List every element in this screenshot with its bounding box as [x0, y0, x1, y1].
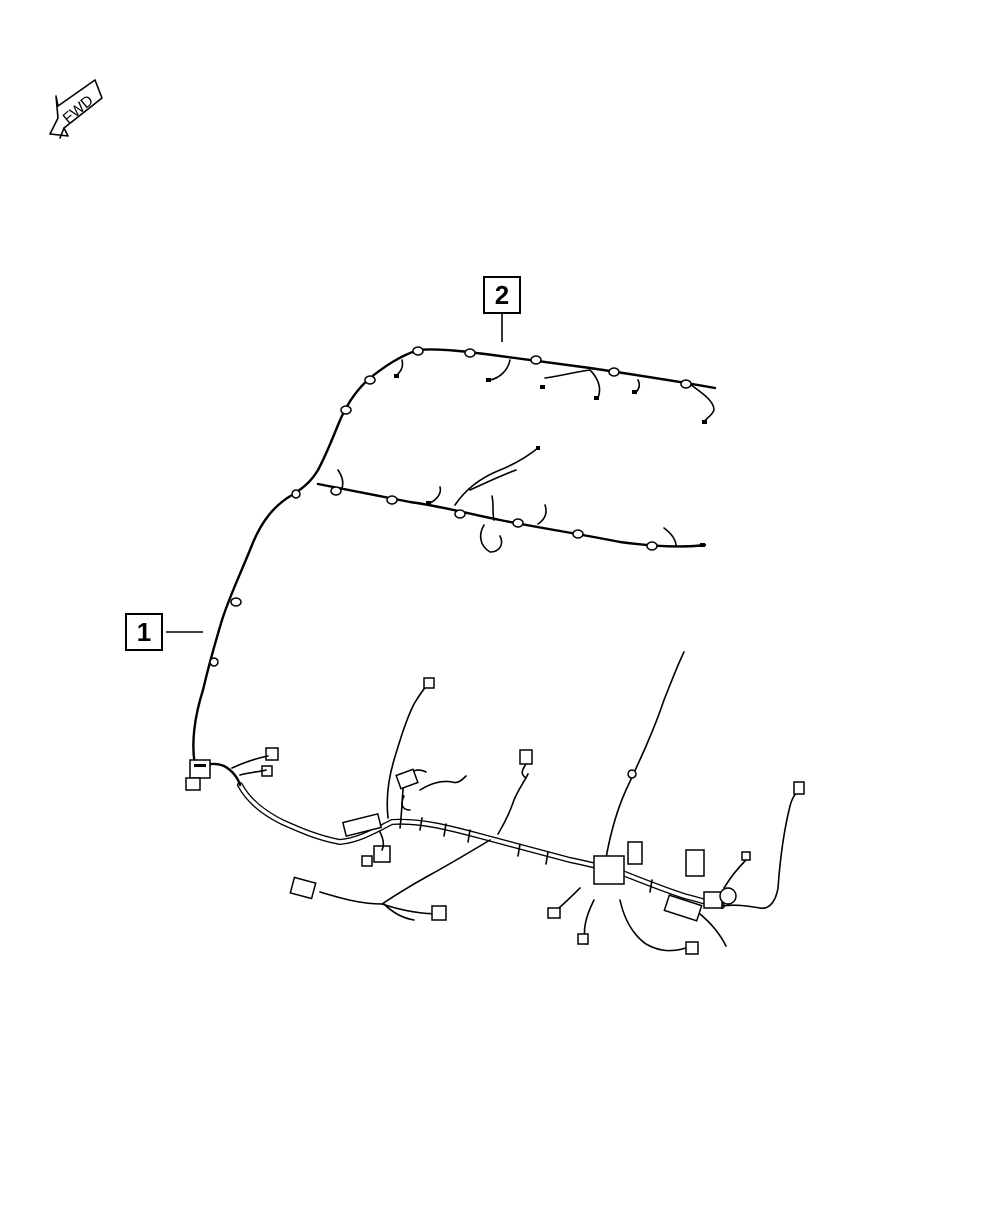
callout-1-number: 1 [136, 616, 152, 647]
fwd-label: FWD [60, 92, 97, 127]
callout-1-box: 1 [125, 613, 163, 651]
harness-1 [185, 651, 805, 955]
callout-2-number: 2 [494, 279, 510, 310]
fwd-arrow-icon: FWD [49, 79, 103, 139]
callout-2-box: 2 [483, 276, 521, 314]
harness-2 [192, 346, 717, 772]
